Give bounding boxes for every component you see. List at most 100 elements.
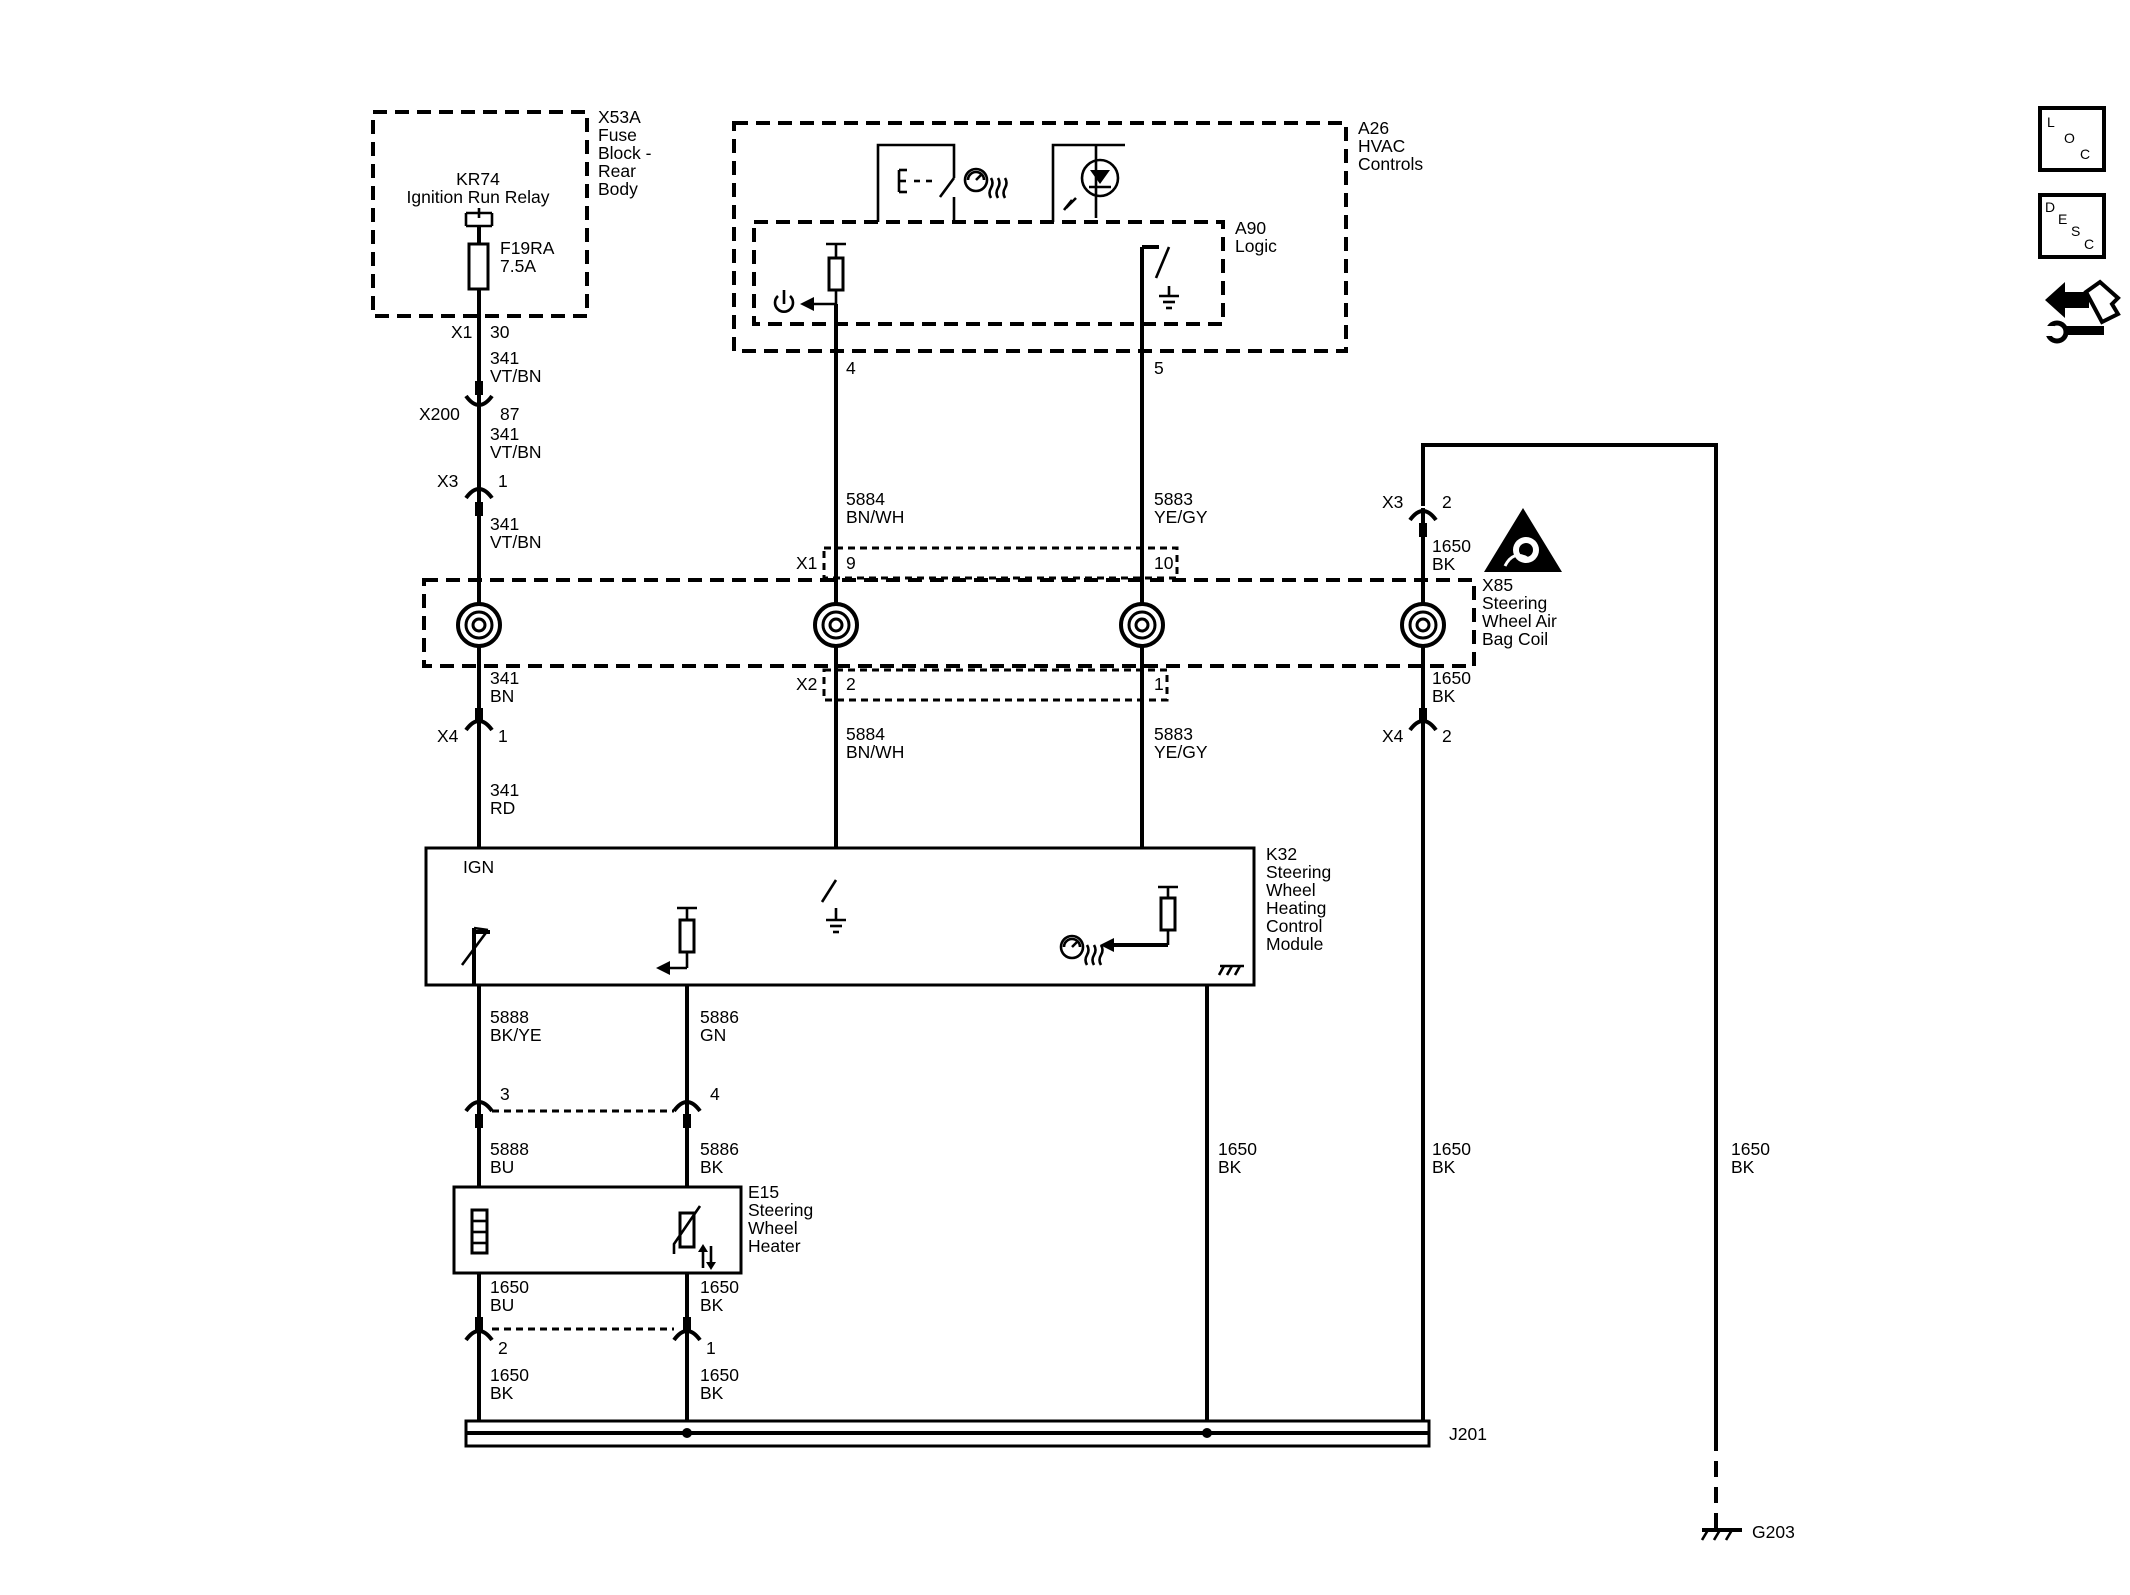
wire-1650-bu-a-color: BU [490, 1295, 514, 1315]
k32-label-5: Control [1266, 916, 1322, 936]
wire-341-a-circuit: 341 [490, 348, 519, 368]
heater-input-pin-a: 3 [500, 1084, 510, 1104]
chassis-ground-icon [1217, 964, 1244, 976]
wire-341-b-circuit: 341 [490, 424, 519, 444]
wire-1650-x4-circuit: 1650 [1432, 668, 1471, 688]
heated-steering-wheel-icon [1059, 934, 1104, 966]
logic-a90-boundary [752, 220, 1225, 326]
x3-right-connector-label: X3 [1382, 492, 1403, 512]
x53a-label-3: Block - [598, 143, 652, 163]
wire-341-d-color: BN [490, 686, 514, 706]
wire-5886-b-color: BK [700, 1157, 724, 1177]
connector-x3-right[interactable] [1408, 509, 1438, 537]
wire-1650-bk-b-circuit: 1650 [700, 1365, 739, 1385]
heater-output-pin-a: 2 [498, 1338, 508, 1358]
heater-output-pin-b: 1 [706, 1338, 716, 1358]
desc-button[interactable]: D E S C [2038, 193, 2106, 259]
wire-5884-a-color: BN/WH [846, 507, 904, 527]
wire-1650-bu-b-color: BK [490, 1383, 514, 1403]
heating-element-icon [470, 1208, 489, 1255]
k32-label-3: Wheel [1266, 880, 1316, 900]
module-input-resistor-icon [1100, 885, 1178, 952]
x85-label-4: Bag Coil [1482, 629, 1548, 649]
x1-pin-label: 30 [490, 322, 510, 342]
connector-navigation-icon[interactable] [2044, 279, 2121, 344]
ground-g203[interactable]: G203 [1700, 1435, 1795, 1542]
steering-wheel-heater-e15[interactable]: E15 Steering Wheel Heater [452, 1182, 813, 1275]
desc-letter-e: E [2058, 211, 2067, 227]
desc-letter-s: S [2071, 223, 2080, 239]
wire-5886-a-color: GN [700, 1025, 726, 1045]
wire-1650-x4-color: BK [1432, 686, 1456, 706]
connector-x4-right[interactable] [1408, 708, 1438, 732]
fuse-block-boundary [371, 110, 589, 318]
desc-letter-c: C [2084, 236, 2094, 252]
heating-control-module-k32[interactable]: IGN K32 Steering Wheel Heating Control M… [424, 844, 1331, 987]
desc-letter-d: D [2045, 199, 2055, 215]
f19ra-label-2: 7.5A [500, 256, 536, 276]
k32-label-4: Heating [1266, 898, 1326, 918]
wire-5884-b-circuit: 5884 [846, 724, 885, 744]
wire-5888-a-color: BK/YE [490, 1025, 542, 1045]
airbag-warning-icon [1484, 508, 1562, 572]
x85-label-1: X85 [1482, 575, 1513, 595]
wire-5886-b-circuit: 5886 [700, 1139, 739, 1159]
wire-341-c-circuit: 341 [490, 514, 519, 534]
x4-left-pin-label: 1 [498, 726, 508, 746]
wire-1650-g203-color: BK [1731, 1157, 1755, 1177]
wire-5884-a-circuit: 5884 [846, 489, 885, 509]
fuse-icon [467, 242, 490, 291]
wire-341-e-color: RD [490, 798, 515, 818]
x4-right-connector-label: X4 [1382, 726, 1404, 746]
a26-label-2: HVAC [1358, 136, 1405, 156]
connector-x200[interactable] [464, 381, 494, 407]
wire-341-c-color: VT/BN [490, 532, 542, 552]
wire-341-e-circuit: 341 [490, 780, 519, 800]
ignition-switch-icon [460, 926, 490, 985]
x200-pin-label: 87 [500, 404, 519, 424]
a90-label-1: A90 [1235, 218, 1266, 238]
heater-output-connector[interactable] [464, 1317, 702, 1342]
heater-input-pin-b: 4 [710, 1084, 720, 1104]
g203-label: G203 [1752, 1522, 1795, 1542]
fuse-block-x53a[interactable]: X53A Fuse Block - Rear Body KR74 Ignitio… [371, 107, 652, 318]
splice-pack-j201[interactable]: J201 [464, 1419, 1487, 1448]
x85-label-2: Steering [1482, 593, 1547, 613]
hvac-controls-a26[interactable]: A26 HVAC Controls A90 Logic [732, 118, 1423, 378]
wire-1650-k32-color: BK [1218, 1157, 1242, 1177]
x3-right-pin-label: 2 [1442, 492, 1452, 512]
wire-1650-bu-a-circuit: 1650 [490, 1277, 529, 1297]
loc-button[interactable]: L O C [2038, 106, 2106, 172]
wire-5883-b-circuit: 5883 [1154, 724, 1193, 744]
power-icon [773, 290, 795, 313]
x4-right-pin-label: 2 [1442, 726, 1452, 746]
connector-x4-left[interactable] [464, 708, 494, 732]
x1-coil-connector-boundary [822, 546, 1179, 580]
heater-input-connector[interactable] [464, 1100, 702, 1128]
loc-letter-c: C [2080, 146, 2090, 162]
relay-contact-icon [464, 208, 494, 228]
splice-dot [682, 1428, 692, 1438]
e15-label-3: Wheel [748, 1218, 798, 1238]
kr74-label-2: Ignition Run Relay [407, 187, 550, 207]
wire-341-a-color: VT/BN [490, 366, 542, 386]
wire-341-d-circuit: 341 [490, 668, 519, 688]
x85-label-3: Wheel Air [1482, 611, 1557, 631]
a26-pin-5: 5 [1154, 358, 1164, 378]
thermistor-icon [672, 1205, 716, 1270]
f19ra-label-1: F19RA [500, 238, 555, 258]
wire-1650-bk-a-color: BK [700, 1295, 724, 1315]
x53a-label-4: Rear [598, 161, 636, 181]
x2-coil-pin-a: 2 [846, 674, 856, 694]
k32-module-box [424, 846, 1256, 987]
wire-5888-a-circuit: 5888 [490, 1007, 529, 1027]
airbag-coil-x85[interactable]: X85 Steering Wheel Air Bag Coil X1 9 10 … [422, 546, 1557, 702]
j201-label: J201 [1449, 1424, 1487, 1444]
connector-x3-left[interactable] [464, 487, 494, 516]
clockspring-coil-icon [1400, 602, 1446, 648]
wire-341-b-color: VT/BN [490, 442, 542, 462]
wire-5883-b-color: YE/GY [1154, 742, 1208, 762]
x2-coil-pin-b: 1 [1154, 674, 1164, 694]
heater-box [452, 1185, 743, 1275]
